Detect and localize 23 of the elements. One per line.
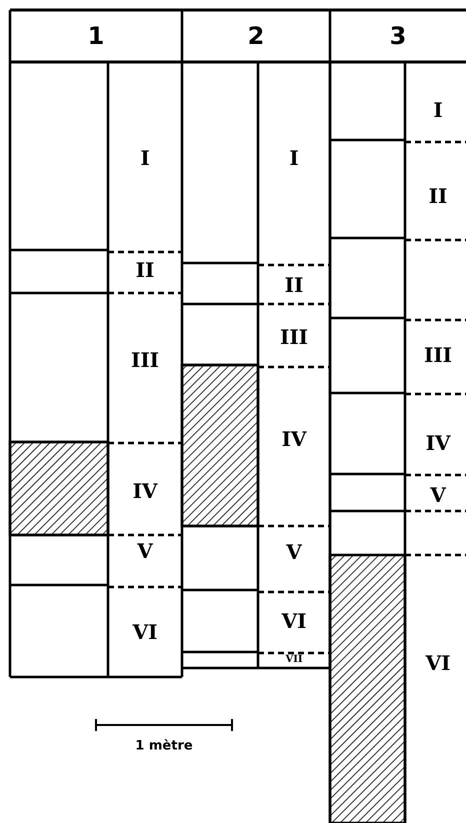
layer-number: III [130, 350, 160, 370]
layer-number: V [137, 541, 153, 561]
layer-number: V [430, 485, 446, 505]
column-number: 3 [390, 24, 406, 48]
layer-number: IV [282, 429, 306, 449]
layer-number: IV [132, 481, 158, 501]
layer-number: IV [426, 433, 450, 453]
layer-number: I [433, 100, 443, 120]
layer-number: II [284, 275, 304, 295]
layer-number: II [136, 260, 154, 280]
layer-number: III [280, 327, 308, 347]
layer-number: II [428, 186, 448, 206]
layer-number: III [424, 345, 452, 365]
scale-label: 1 mètre [135, 740, 193, 752]
layer-number: VI [282, 611, 306, 631]
layer-number: VI [132, 622, 158, 642]
layer-number: I [289, 148, 299, 168]
layer-number: VII [285, 655, 303, 665]
layer-number: I [140, 148, 150, 168]
layer-number: VI [426, 653, 450, 673]
column-number: 1 [88, 24, 104, 48]
layer-number: V [286, 542, 302, 562]
column-number: 2 [248, 24, 264, 48]
